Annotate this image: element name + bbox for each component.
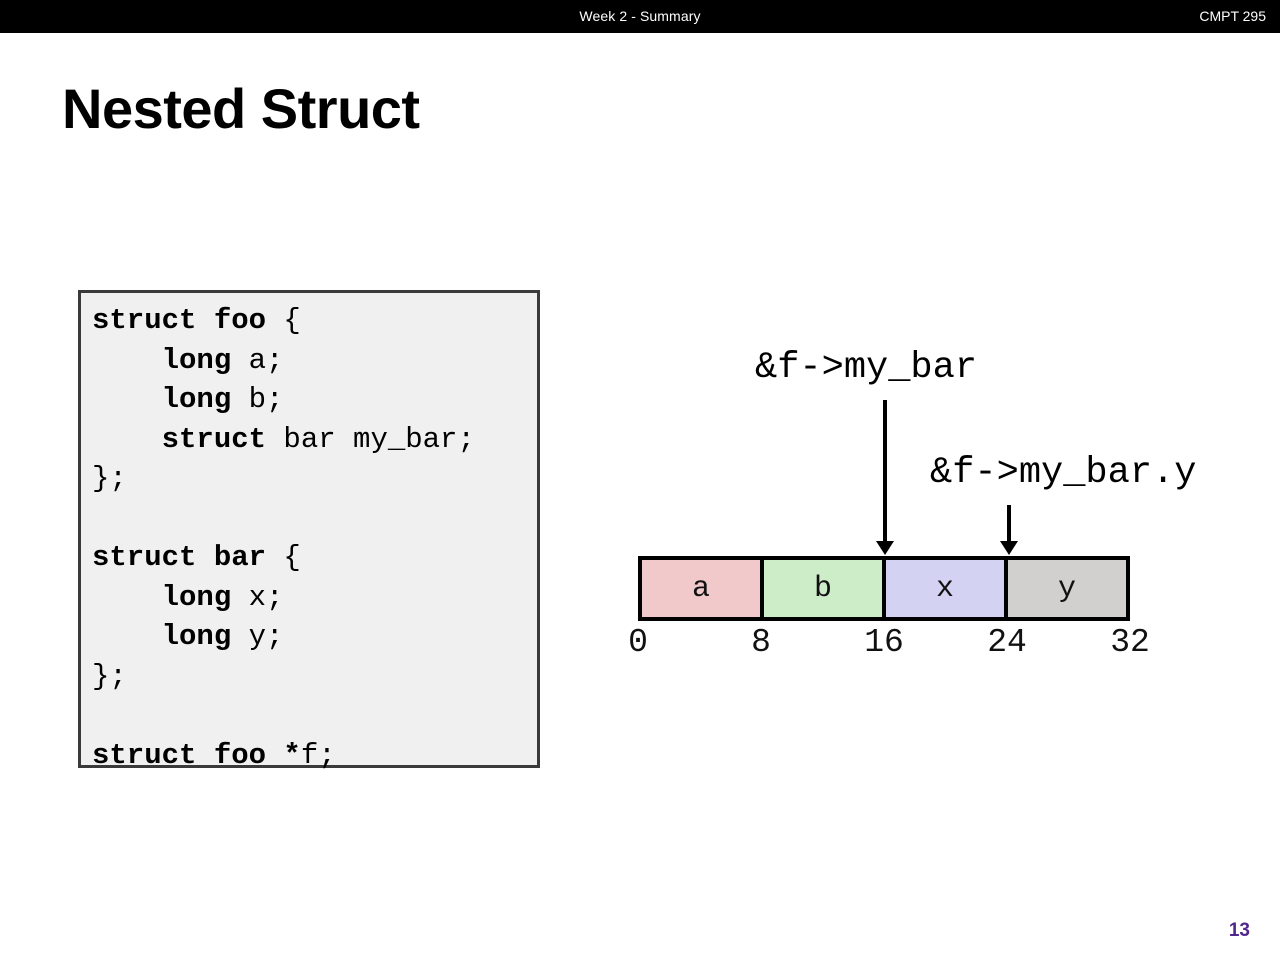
code-line: struct foo *f; [92, 736, 475, 776]
code-identifier: x; [231, 580, 284, 614]
memory-cell-b: b [764, 560, 886, 617]
code-identifier: b; [231, 383, 284, 416]
code-listing: struct foo { long a; long b; struct bar … [92, 301, 475, 775]
header-bar: Week 2 - Summary CMPT 295 [0, 0, 1280, 33]
code-identifier: f; [300, 738, 336, 772]
code-line: long x; [92, 578, 475, 618]
code-keyword: struct foo * [92, 738, 301, 772]
code-line: long y; [92, 617, 475, 657]
byte-offset-axis: 0 8 16 24 32 [628, 624, 1150, 664]
byte-offset-label-0: 0 [628, 624, 648, 661]
code-block: struct foo { long a; long b; struct bar … [78, 290, 540, 772]
byte-offset-label-8: 8 [751, 624, 771, 661]
code-identifier: a; [231, 343, 284, 377]
memory-cell-x: x [886, 560, 1008, 617]
code-keyword: long [92, 383, 232, 416]
memory-cell-y: y [1008, 560, 1126, 617]
memory-cell-label: b [813, 571, 832, 606]
memory-cell-a: a [642, 560, 764, 617]
page-number: 13 [1228, 920, 1250, 941]
arrow-down-icon-my-bar [876, 400, 894, 555]
code-identifier: y; [231, 620, 284, 653]
pointer-label-my-bar: &f->my_bar [755, 347, 978, 389]
code-keyword: long [92, 343, 232, 377]
code-identifier: }; [92, 659, 127, 693]
code-line: }; [92, 459, 475, 499]
page-title: Nested Struct [62, 77, 420, 140]
byte-offset-label-32: 32 [1110, 624, 1150, 661]
code-line: struct bar { [92, 538, 475, 578]
byte-offset-label-16: 16 [864, 624, 904, 661]
code-keyword: struct foo [92, 304, 267, 337]
code-line: long a; [92, 341, 475, 381]
memory-layout-diagram: &f->my_bar &f->my_bar.y a b x y 0 8 16 24 32 [610, 336, 1250, 666]
byte-offset-label-24: 24 [987, 624, 1027, 661]
code-identifier: { [266, 541, 301, 574]
memory-cell-label: y [1057, 571, 1076, 606]
code-line: long b; [92, 380, 475, 420]
code-identifier: { [266, 304, 301, 337]
code-line: }; [92, 657, 475, 697]
header-course-code: CMPT 295 [1199, 8, 1266, 24]
code-keyword: long [92, 620, 232, 653]
code-identifier: }; [92, 462, 127, 495]
code-line: struct bar my_bar; [92, 420, 475, 460]
code-line: struct foo { [92, 301, 475, 341]
code-identifier: bar my_bar; [266, 422, 475, 456]
pointer-label-my-bar-y: &f->my_bar.y [930, 452, 1197, 494]
memory-cell-label: x [935, 571, 954, 606]
code-line [92, 499, 475, 539]
code-identifier [92, 502, 109, 535]
code-line [92, 696, 475, 736]
code-keyword: struct [92, 422, 267, 456]
header-title: Week 2 - Summary [579, 8, 701, 24]
code-identifier [92, 699, 109, 732]
arrow-down-icon-my-bar-y [1000, 505, 1018, 555]
code-keyword: struct bar [92, 541, 267, 574]
memory-cell-label: a [691, 571, 710, 606]
code-keyword: long [92, 580, 232, 614]
